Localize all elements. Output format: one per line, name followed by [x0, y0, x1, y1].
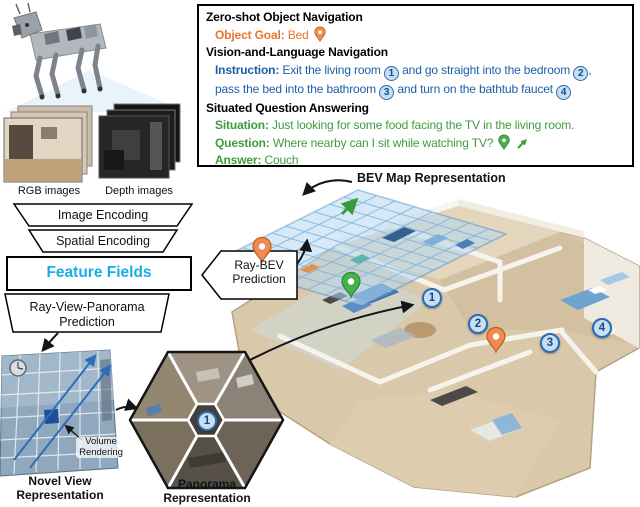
- situation-line: Situation: Just looking for some food fa…: [215, 117, 575, 132]
- spatial-encoding-label: Spatial Encoding: [56, 234, 150, 248]
- green-pin-icon: [498, 134, 511, 150]
- object-goal-pin-floor: [486, 326, 506, 353]
- instruction-line-2: pass the bed into the bathroom 3 and tur…: [206, 81, 627, 100]
- house-marker-3: 3: [540, 333, 560, 353]
- orange-pin-icon: [314, 26, 326, 42]
- object-goal-label: Object Goal:: [215, 28, 285, 43]
- task-annotation-box: Zero-shot Object Navigation Object Goal:…: [197, 4, 634, 167]
- house-marker-1: 1: [422, 288, 442, 308]
- flow-arrows: [41, 179, 415, 441]
- question-line: Question: Where nearby can I sit while w…: [206, 134, 627, 152]
- image-encoding-shape: [12, 203, 194, 227]
- house-marker-2: 2: [468, 314, 488, 334]
- answer-label: Answer:: [215, 153, 262, 168]
- step-3-chip: 3: [379, 84, 395, 100]
- instruction-label: Instruction:: [215, 62, 280, 77]
- step-1-chip: 1: [383, 65, 399, 81]
- objectnav-title: Zero-shot Object Navigation: [206, 10, 363, 24]
- answer-line: Answer: Couch: [215, 153, 299, 168]
- panorama-center-marker: 1: [197, 411, 217, 431]
- rgb-image-stack: [3, 105, 93, 183]
- feature-fields-label: Feature Fields: [46, 264, 152, 281]
- ray-arrow-1: [13, 354, 97, 461]
- green-arrow-icon: [516, 139, 527, 149]
- bev-map-label: BEV Map Representation: [357, 171, 506, 185]
- ray-bev-label: Ray-BEV Prediction: [232, 258, 286, 286]
- sqa-title: Situated Question Answering: [206, 100, 369, 115]
- instruction-line-1: Instruction: Exit the living room 1 and …: [215, 62, 592, 81]
- robot-dog-image: [12, 2, 107, 100]
- panorama-label: Panorama Representation: [163, 477, 251, 505]
- agent-heading-arrow-green: [340, 197, 359, 216]
- house-marker-4: 4: [592, 318, 612, 338]
- answer-pin-green: [341, 271, 361, 298]
- depth-images-label: Depth images: [105, 185, 173, 197]
- object-goal-pin-grid: [252, 236, 272, 263]
- ray-view-panorama-label: Ray-View-Panorama Prediction: [29, 300, 145, 329]
- depth-image-stack: [98, 103, 181, 179]
- novel-view-label: Novel View Representation: [16, 474, 104, 502]
- volume-rendering-label: Volume Rendering: [76, 436, 126, 458]
- camera-beam: [6, 70, 186, 112]
- ray-arrow-2: [29, 364, 112, 469]
- question-label: Question:: [215, 136, 270, 151]
- step-4-chip: 4: [556, 84, 572, 100]
- situation-label: Situation:: [215, 117, 269, 132]
- object-goal-value: Bed: [287, 28, 309, 43]
- spatial-encoding-shape: [27, 229, 179, 253]
- vln-title: Vision-and-Language Navigation: [206, 45, 388, 60]
- object-goal-line: Object Goal: Bed: [206, 26, 627, 44]
- step-2-chip: 2: [573, 65, 589, 81]
- ray-view-panorama-shape: [4, 293, 170, 333]
- image-encoding-label: Image Encoding: [57, 208, 149, 222]
- rgb-images-label: RGB images: [17, 185, 81, 197]
- ray-bev-shape: [201, 250, 298, 300]
- feature-fields-box: [6, 256, 192, 291]
